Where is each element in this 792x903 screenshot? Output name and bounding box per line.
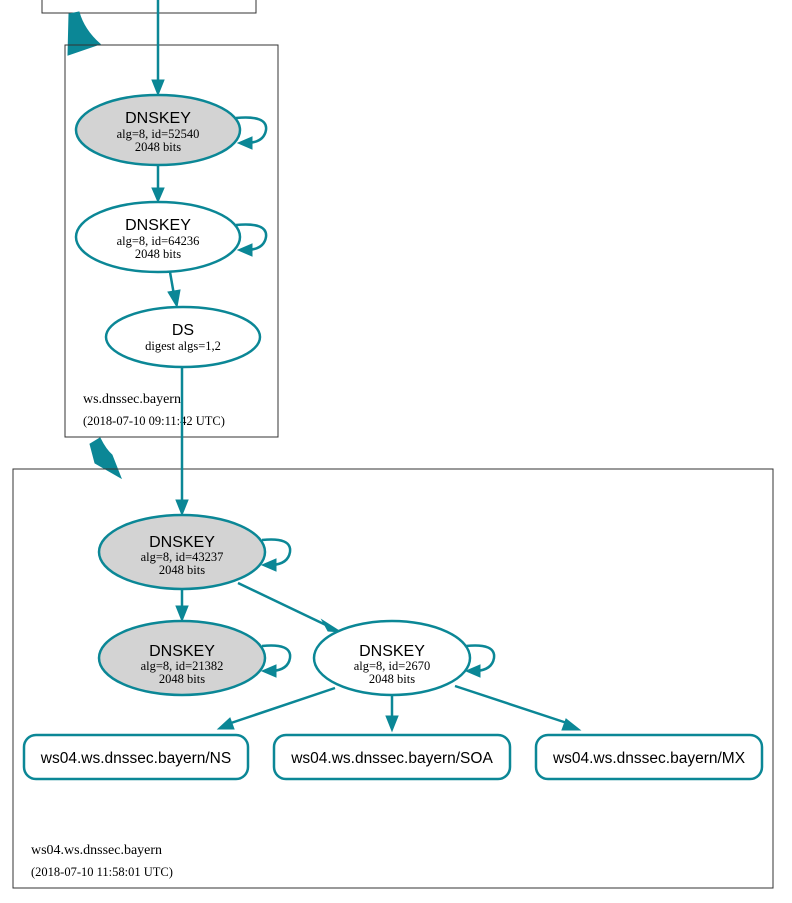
node-bits: 2048 bits [159, 672, 205, 686]
self-loop [235, 116, 268, 145]
arrowhead [151, 79, 165, 97]
dnskey-node[interactable] [74, 200, 242, 274]
arrowhead [260, 558, 277, 572]
arrowhead [236, 243, 253, 257]
zone-name: ws04.ws.dnssec.bayern [31, 843, 162, 858]
rrset-label: ws04.ws.dnssec.bayern/SOA [290, 750, 493, 767]
rrset-ns[interactable] [22, 733, 250, 781]
arrowhead [464, 664, 481, 678]
rrset-label: ws04.ws.dnssec.bayern/MX [552, 750, 746, 767]
zone-timestamp: (2018-07-10 11:58:01 UTC) [31, 865, 173, 879]
arrowhead [216, 717, 235, 730]
zone-box [64, 44, 279, 438]
node-detail: alg=8, id=43237 [141, 550, 224, 564]
edge [237, 581, 329, 628]
edge [454, 684, 571, 726]
node-bits: 2048 bits [135, 247, 181, 261]
node-type: DNSKEY [149, 534, 215, 551]
rrset-soa[interactable] [272, 733, 512, 781]
arrowhead [175, 605, 189, 623]
arrowhead [167, 289, 181, 309]
node-type: DNSKEY [125, 217, 191, 234]
node-detail: alg=8, id=52540 [117, 127, 200, 141]
arrowhead [385, 715, 399, 733]
node-type: DS [172, 322, 194, 339]
arrowhead [151, 187, 165, 204]
node-detail: alg=8, id=2670 [354, 659, 431, 673]
zone-timestamp: (2018-07-10 09:11:42 UTC) [83, 414, 225, 428]
rrset-label: ws04.ws.dnssec.bayern/NS [40, 750, 231, 767]
zone-box [12, 468, 774, 889]
rrset-mx[interactable] [534, 733, 764, 781]
self-loop [235, 223, 268, 252]
node-type: DNSKEY [149, 643, 215, 660]
arrowhead [260, 664, 277, 678]
self-loop [465, 644, 496, 673]
self-loop [261, 644, 292, 673]
node-bits: 2048 bits [369, 672, 415, 686]
node-detail: alg=8, id=21382 [141, 659, 224, 673]
zone-ws-dnssec-bayern: DNSKEY alg=8, id=52540 2048 bits DNSKEY … [64, 0, 279, 438]
arrowhead [561, 718, 582, 731]
zone-name: ws.dnssec.bayern [83, 392, 181, 407]
node-detail: alg=8, id=64236 [117, 234, 200, 248]
zone-ws04-ws-dnssec-bayern: DNSKEY alg=8, id=43237 2048 bits DNSKEY … [12, 367, 774, 889]
arrowhead [320, 618, 342, 633]
edge [227, 686, 336, 726]
delegation-arrow [67, 11, 101, 56]
parent-zone-box [41, 0, 257, 14]
self-loop [261, 538, 292, 567]
node-type: DNSKEY [359, 643, 425, 660]
node-detail: digest algs=1,2 [145, 339, 221, 353]
arrowhead [175, 499, 189, 517]
delegation-arrow [89, 437, 122, 480]
node-type: DNSKEY [125, 110, 191, 127]
node-bits: 2048 bits [159, 563, 205, 577]
dnskey-node[interactable] [97, 619, 267, 697]
node-bits: 2048 bits [135, 140, 181, 154]
arrowhead [236, 136, 253, 150]
